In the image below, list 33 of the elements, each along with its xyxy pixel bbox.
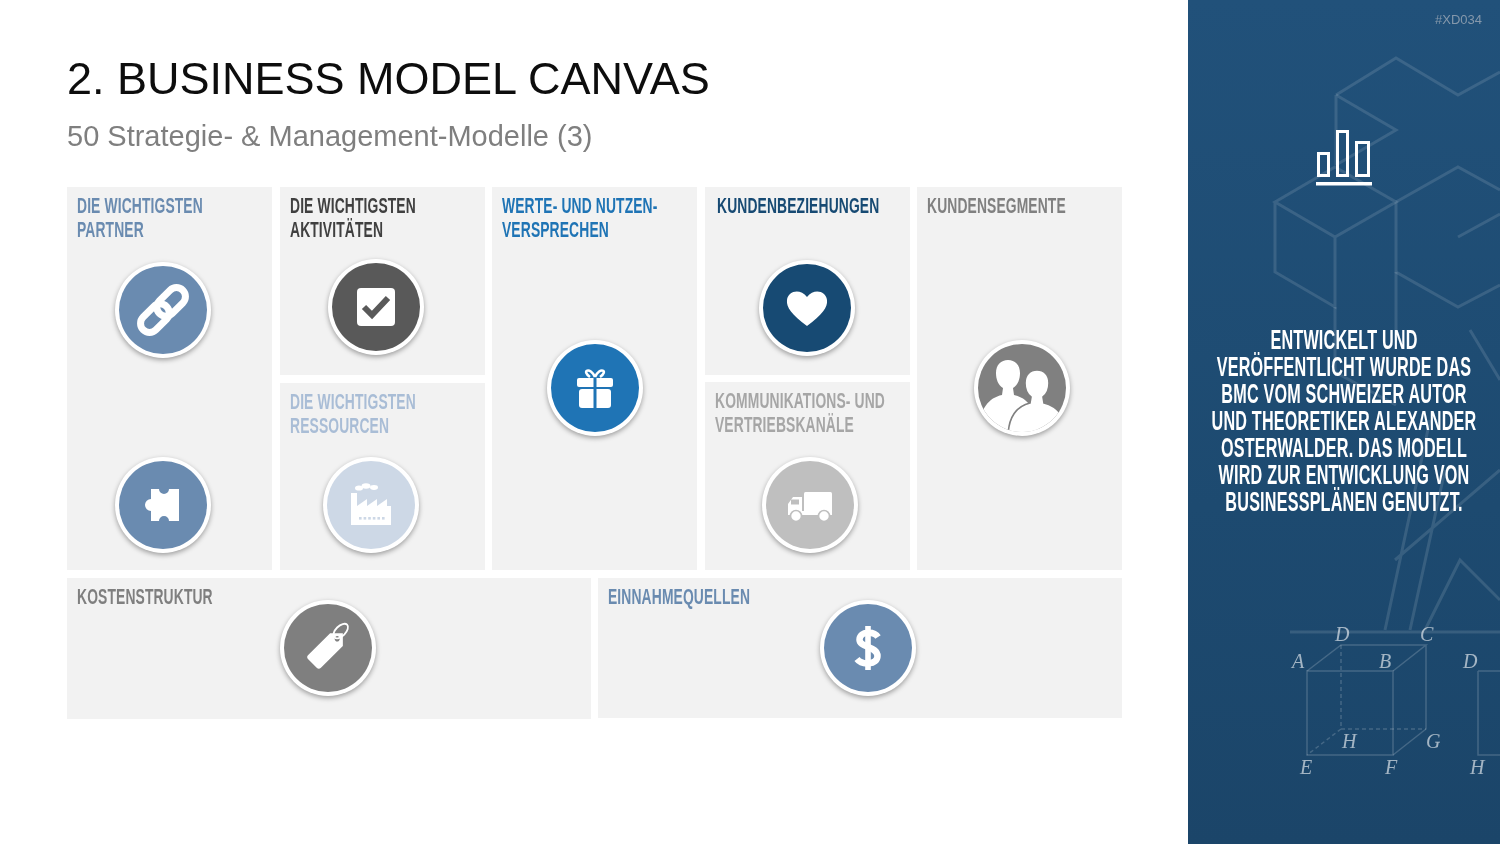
slide-title: 2. BUSINESS MODEL CANVAS [67,52,710,106]
slide-subtitle: 50 Strategie- & Management-Modelle (3) [67,119,593,153]
block-heading: KUNDENBEZIEHUNGEN [717,194,880,218]
vertex-letter: G [1426,731,1441,751]
canvas-block [705,382,910,570]
block-heading: WERTE- UND NUTZEN- VERSPRECHEN [502,194,659,242]
canvas-block [917,187,1122,570]
vertex-letter: D [1335,624,1350,644]
canvas-block [598,578,1122,718]
block-heading: DIE WICHTIGSTEN AKTIVITÄTEN [290,194,417,242]
canvas-block [67,187,272,570]
block-heading: DIE WICHTIGSTEN PARTNER [77,194,204,242]
canvas-block [280,383,485,570]
vertex-letter: H [1470,757,1485,777]
canvas-block [705,187,910,375]
block-heading: KOSTENSTRUKTUR [77,585,213,609]
vertex-letter: A [1292,651,1305,671]
vertex-letter: F [1385,757,1398,777]
vertex-letter: D [1463,651,1478,671]
slide-code: #XD034 [1435,12,1482,28]
block-heading: DIE WICHTIGSTEN RESSOURCEN [290,390,417,438]
vertex-letter: H [1342,731,1357,751]
block-heading: KUNDENSEGMENTE [927,194,1066,218]
block-heading: KOMMUNIKATIONS- UND VERTRIEBSKANÄLE [715,389,886,437]
info-text: ENTWICKELT UND VERÖFFENTLICHT WURDE DAS BMC VOM SCHWEIZER AUTOR UND THEORETIKER ALEXANDER OSTERWALDER. DAS MODELL WIRD ZUR ENTWICKLUNG VON BUSINESSPLÄNEN GENUTZT. [1210,327,1478,516]
info-panel [1188,0,1500,844]
vertex-letter: B [1379,651,1392,671]
vertex-letter: C [1420,624,1434,644]
canvas-block [492,187,697,570]
vertex-letter: E [1300,757,1313,777]
canvas-block [280,187,485,375]
canvas-block [67,578,591,719]
block-heading: EINNAHMEQUELLEN [608,585,751,609]
